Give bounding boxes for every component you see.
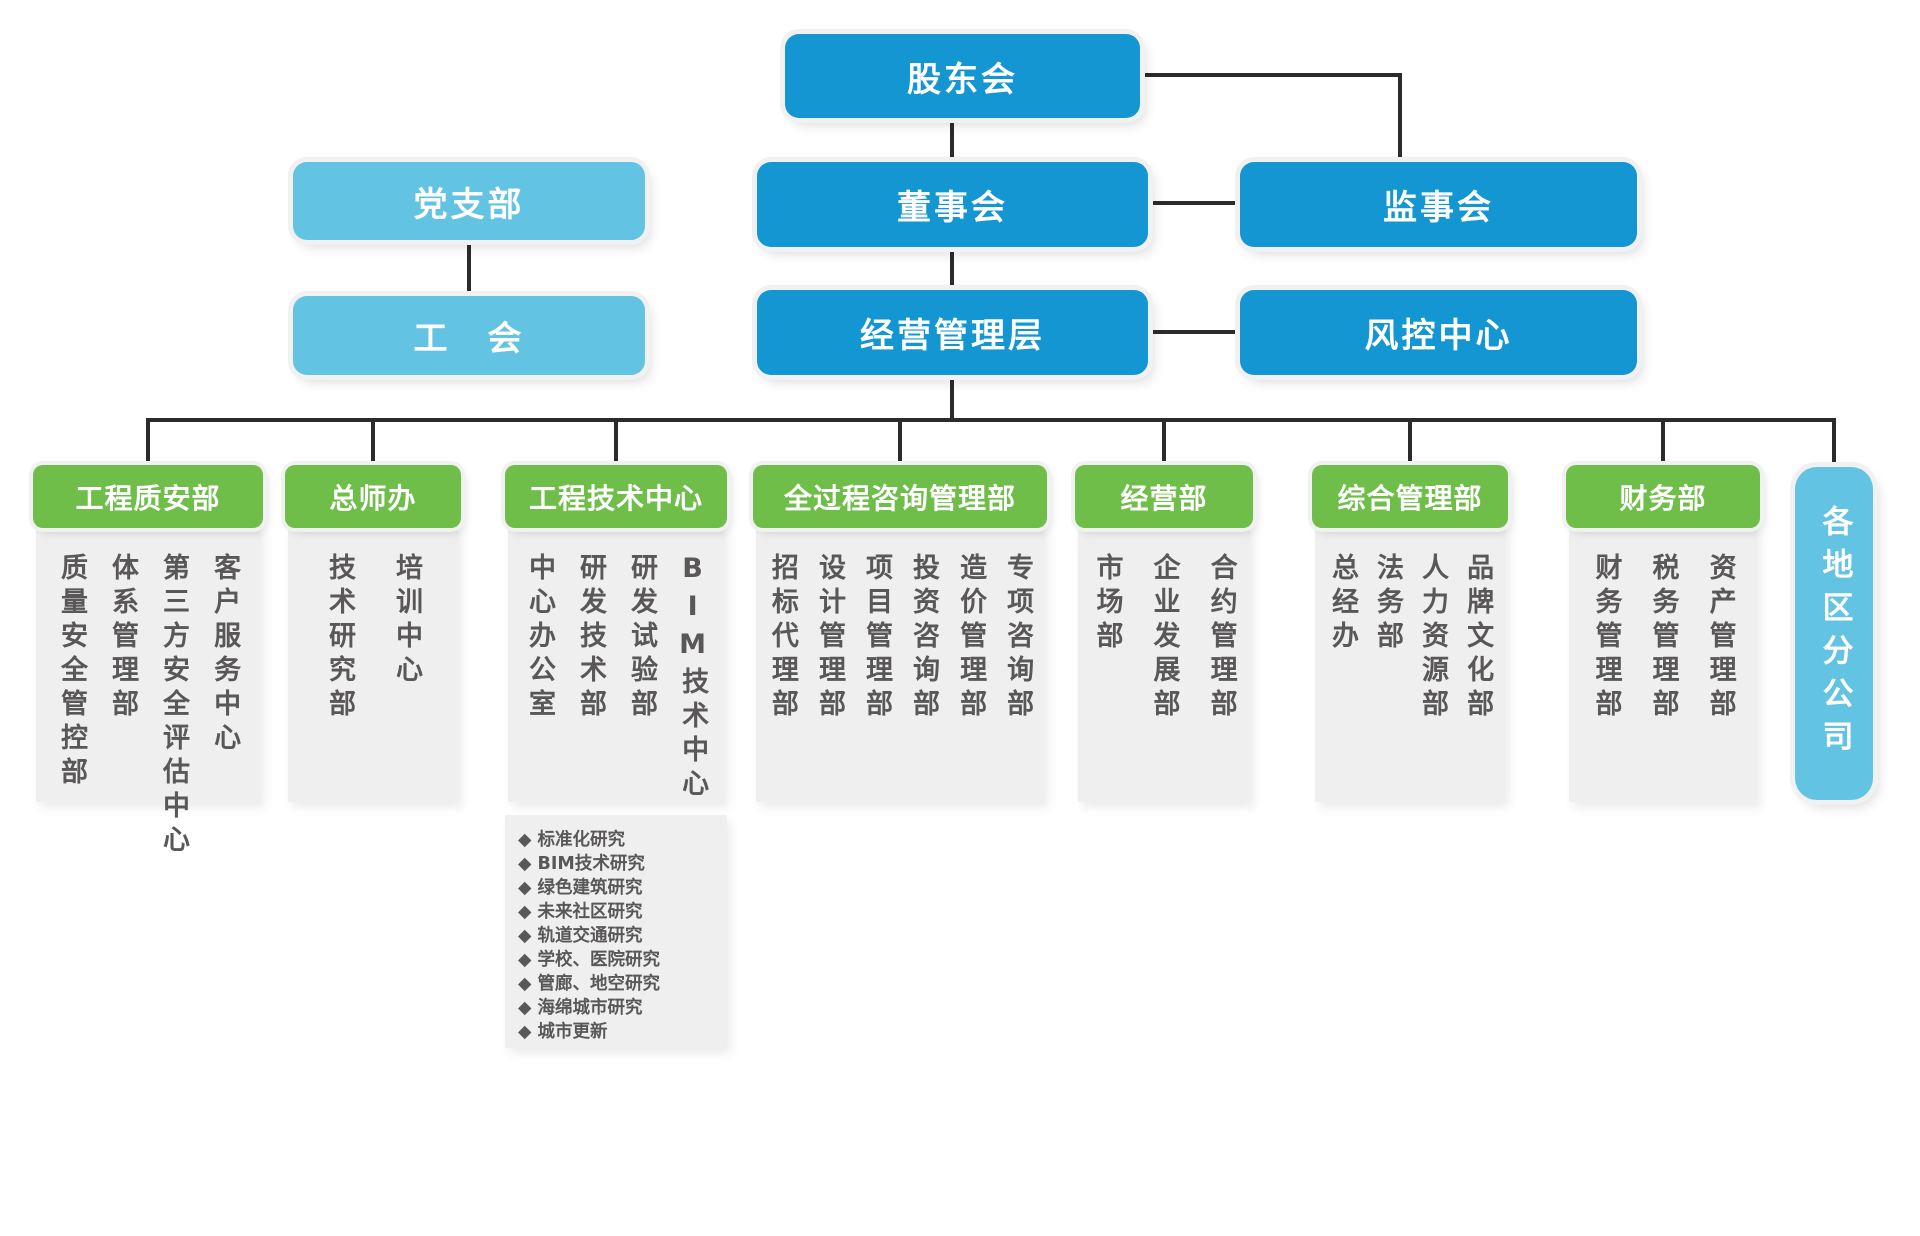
dept-header-chief_engineer_office: 总师办: [285, 465, 461, 528]
dept-item: BIM技术中心: [677, 553, 709, 803]
connector-line: [950, 375, 954, 422]
connector-line: [467, 240, 471, 298]
dept-item: 总经办: [1326, 553, 1358, 655]
node-shareholders: 股东会: [785, 34, 1140, 118]
research-topic-item: ◆ 海绵城市研究: [518, 998, 643, 1018]
dept-item: 培训中心: [391, 553, 423, 689]
dept-item: 研发试验部: [626, 553, 658, 723]
dept-header-label-quality_safety: 工程质安部: [75, 481, 221, 515]
connector-line: [146, 418, 1836, 422]
dept-item: 合约管理部: [1205, 553, 1237, 723]
connector-line: [898, 420, 902, 467]
dept-body-chief_engineer_office: 技术研究部 培训中心: [288, 525, 458, 802]
dept-header-general_management: 综合管理部: [1312, 465, 1508, 528]
dept-header-label-finance: 财务部: [1619, 481, 1707, 515]
connector-line: [950, 118, 954, 164]
dept-header-quality_safety: 工程质安部: [33, 465, 263, 528]
dept-item: 人力资源部: [1417, 553, 1449, 723]
dept-item: 法务部: [1372, 553, 1403, 655]
dept-header-label-general_management: 综合管理部: [1337, 481, 1483, 515]
connector-line: [950, 247, 954, 292]
dept-header-label-whole_process_consulting: 全过程咨询管理部: [783, 481, 1016, 515]
connector-line: [146, 420, 150, 467]
dept-header-label-chief_engineer_office: 总师办: [329, 481, 417, 515]
node-risk-label: 风控中心: [1364, 316, 1513, 356]
node-management-label: 经营管理层: [860, 316, 1045, 356]
dept-item: 中心办公室: [523, 553, 555, 723]
connector-line: [1162, 420, 1166, 467]
connector-line: [1398, 73, 1402, 164]
dept-regional-branches: 各地区分公司: [1795, 467, 1873, 800]
dept-body-finance: 财务管理部税务管理部资产管理部: [1569, 525, 1757, 802]
dept-body-whole_process_consulting: 招标代理部设计管理部项目管理部投资咨询部造价管理部专项咨询部: [756, 525, 1044, 802]
research-topic-item: ◆ 标准化研究: [518, 830, 626, 850]
connector-line: [1408, 420, 1412, 467]
research-topic-item: ◆ 学校、医院研究: [518, 950, 661, 970]
dept-header-finance: 财务部: [1566, 465, 1760, 528]
research-topic-item: ◆ 未来社区研究: [518, 902, 643, 922]
node-party-label: 党支部: [413, 184, 525, 225]
research-topic-item: ◆ 城市更新: [518, 1022, 608, 1042]
research-topic-item: ◆ 绿色建筑研究: [518, 878, 643, 898]
dept-item: 第三方安全评估中心: [158, 553, 190, 859]
dept-body-quality_safety: 质量安全管控部体系管理部第三方安全评估中心客户服务中心: [36, 525, 260, 859]
node-union-label: 工 会: [413, 319, 525, 359]
dept-item: 财务管理部: [1590, 553, 1622, 723]
dept-item: 资产管理部: [1704, 553, 1736, 723]
dept-body-general_management: 总经办法务部人力资源部品牌文化部: [1315, 525, 1505, 802]
connector-line: [1148, 330, 1240, 334]
dept-item: 专项咨询部: [1002, 553, 1034, 723]
dept-item: 体系管理部: [107, 553, 138, 723]
node-board-label: 董事会: [897, 188, 1008, 228]
dept-body-eng_tech_center: 中心办公室研发技术部研发试验部 BIM技术中心: [508, 525, 724, 803]
node-management-layer: 经营管理层: [757, 290, 1148, 375]
dept-header-business: 经营部: [1075, 465, 1253, 528]
node-supervisory-label: 监事会: [1383, 188, 1494, 228]
dept-item: 税务管理部: [1647, 553, 1679, 723]
dept-item: 技术研究部: [324, 553, 355, 723]
node-supervisory-board: 监事会: [1240, 162, 1637, 247]
connector-line: [371, 420, 375, 467]
dept-regional-branches-label: 各地区分公司: [1816, 504, 1853, 763]
dept-header-label-business: 经营部: [1120, 481, 1208, 515]
dept-item: 招标代理部: [766, 553, 798, 723]
dept-item: 项目管理部: [861, 553, 892, 723]
dept-item: 企业发展部: [1148, 553, 1180, 723]
dept-item: 市场部: [1091, 553, 1123, 655]
dept-header-label-eng_tech_center: 工程技术中心: [528, 481, 703, 515]
research-topic-item: ◆ BIM技术研究: [518, 854, 645, 874]
dept-item: 客户服务中心: [209, 553, 241, 757]
connector-line: [1832, 420, 1836, 467]
node-party-branch: 党支部: [293, 162, 645, 240]
dept-item: 质量安全管控部: [55, 553, 87, 791]
dept-body-business: 市场部企业发展部合约管理部: [1078, 525, 1250, 802]
research-topics-box: ◆ 标准化研究 ◆ BIM技术研究 ◆ 绿色建筑研究 ◆ 未来社区研究 ◆ 轨道交通研究…: [505, 815, 727, 1048]
dept-item: 品牌文化部: [1462, 553, 1494, 723]
node-board-of-directors: 董事会: [757, 162, 1148, 247]
dept-item: 设计管理部: [813, 553, 845, 723]
connector-line: [614, 420, 618, 467]
node-risk-control-center: 风控中心: [1240, 290, 1637, 375]
research-topic-item: ◆ 轨道交通研究: [518, 926, 643, 946]
dept-item: 造价管理部: [955, 553, 987, 723]
dept-header-eng_tech_center: 工程技术中心: [505, 465, 727, 528]
node-labor-union: 工 会: [293, 296, 645, 375]
dept-item: 研发技术部: [575, 553, 606, 723]
connector-line: [1140, 73, 1402, 77]
dept-header-whole_process_consulting: 全过程咨询管理部: [753, 465, 1047, 528]
connector-line: [1661, 420, 1665, 467]
node-shareholders-label: 股东会: [907, 59, 1018, 100]
connector-line: [1148, 201, 1240, 205]
research-topic-item: ◆ 管廊、地空研究: [518, 974, 661, 994]
dept-item: 投资咨询部: [908, 553, 940, 723]
